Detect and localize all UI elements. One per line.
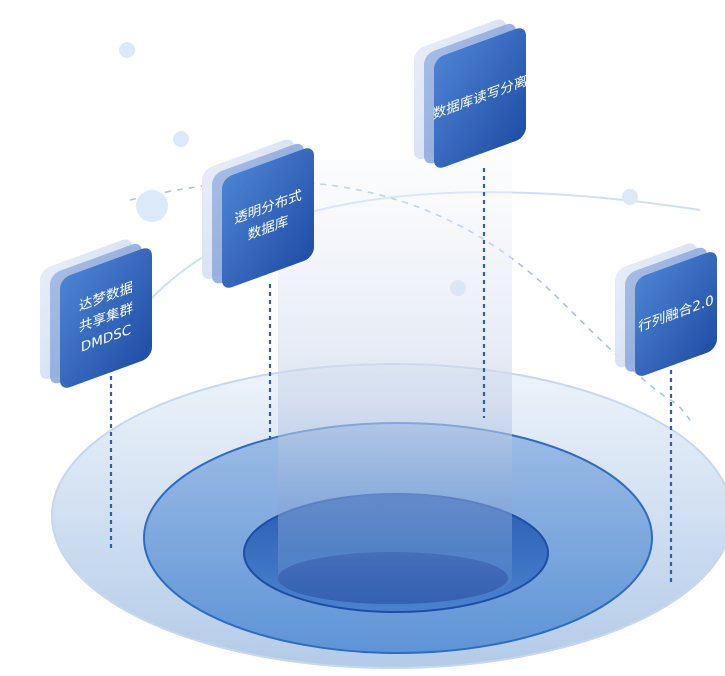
card-htap: 行列融合2.0	[615, 243, 717, 376]
dot	[119, 42, 135, 58]
card-rwsplit: 数据库读写分离	[414, 19, 527, 168]
card-face	[635, 252, 717, 376]
light-beam	[278, 160, 512, 604]
connectors	[109, 168, 673, 585]
decorative-dots	[119, 42, 638, 296]
card-face	[434, 28, 526, 168]
dot	[622, 189, 638, 205]
card-face	[222, 148, 314, 288]
dot	[173, 131, 189, 147]
dot	[136, 190, 168, 222]
card-face	[60, 248, 152, 388]
